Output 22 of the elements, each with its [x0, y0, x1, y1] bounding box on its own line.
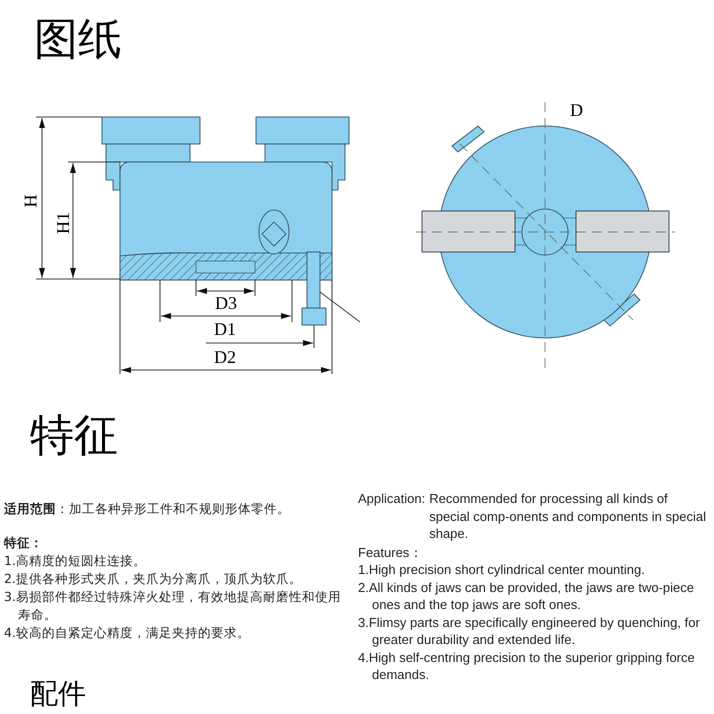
application-label: Application: — [358, 490, 426, 508]
feature-item: 3.Flimsy parts are specifically engineered by quenching, for greater durability and extended life. — [358, 614, 701, 648]
application-text: Recommended for processing all kinds of special comp-onents and components in special shape. — [429, 490, 707, 542]
feature-item: 3.易损部件都经过特殊淬火处理，有效地提高耐磨性和使用寿命。 — [4, 588, 342, 624]
feature-item: 4.High self-centring precision to the superior gripping force demands. — [358, 648, 696, 684]
feature-item: 1.High precision short cylindrical center mounting. — [358, 561, 646, 578]
application-text: 适用范围：加工各种异形工件和不规则形体零件。 — [4, 500, 291, 518]
dimension-label: H1 — [54, 212, 72, 234]
section-heading: 配件 — [30, 680, 86, 708]
features-heading: Features： — [358, 544, 424, 561]
section-heading: 图纸 — [34, 18, 122, 62]
features-heading: 特征： — [4, 534, 44, 552]
section-heading: 特征 — [30, 414, 118, 458]
dimension-label: D3 — [215, 294, 237, 312]
dimension-label: D2 — [214, 348, 236, 366]
dimension-label: D — [570, 101, 583, 119]
feature-item: 4.较高的自紧定心精度，满足夹持的要求。 — [4, 624, 251, 642]
feature-item: 1.高精度的短圆柱连接。 — [4, 552, 147, 570]
feature-item: 2.提供各种形式夹爪，夹爪为分离爪，顶爪为软爪。 — [4, 570, 303, 588]
dimension-label: D1 — [214, 320, 236, 338]
dimension-label: H — [22, 194, 40, 208]
feature-item: 2.All kinds of jaws can be provided, the jaws are two-piece ones and the top jaws are soft ones. — [358, 578, 696, 614]
